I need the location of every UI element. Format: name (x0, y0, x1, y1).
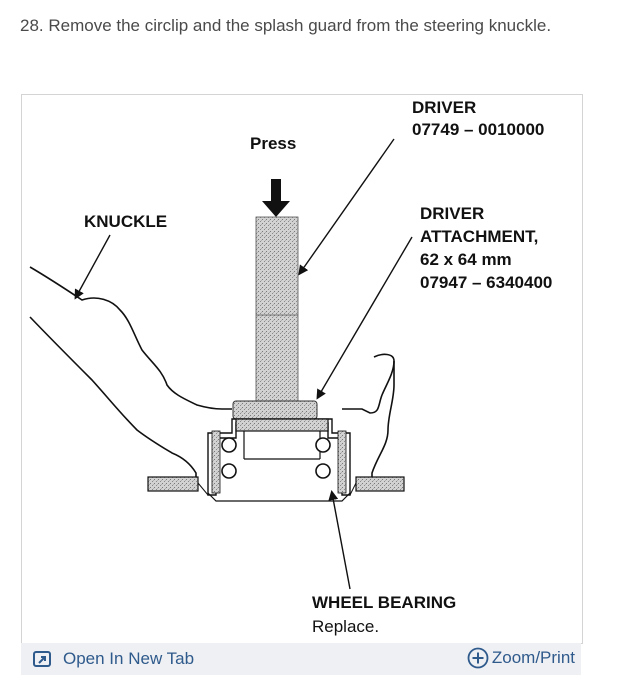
attachment-part-number: 07947 – 6340400 (420, 273, 553, 292)
bearing-ball (221, 463, 237, 479)
support-block-left (147, 476, 199, 492)
wheel-bearing-label: WHEEL BEARING (312, 593, 457, 612)
bearing-ball (221, 437, 237, 453)
attachment-label-line2: ATTACHMENT, (420, 227, 539, 246)
open-in-new-tab-label: Open In New Tab (63, 649, 195, 668)
open-in-new-tab-link[interactable]: Open In New Tab (33, 649, 194, 669)
press-label: Press (250, 134, 297, 153)
bearing-press-diagram (29, 138, 413, 590)
press-arrow (262, 179, 290, 217)
knuckle-label: KNUCKLE (84, 212, 168, 231)
leader-driver (298, 138, 395, 276)
diagram-frame: Press KNUCKLE DRIVER 07749 – 0010000 DRI… (21, 94, 583, 644)
attachment-size: 62 x 64 mm (420, 250, 512, 269)
wheel-bearing-note: Replace. (312, 617, 380, 636)
zoom-print-label: Zoom/Print (491, 648, 575, 667)
knuckle-outline-right (342, 353, 395, 414)
bearing-ball (315, 463, 331, 479)
zoom-print-link[interactable]: Zoom/Print (467, 647, 575, 669)
leader-wheel-bearing (328, 490, 351, 590)
zoom-plus-icon (467, 647, 489, 669)
knuckle-outline-lower (29, 316, 197, 479)
open-in-new-tab-icon (33, 651, 51, 667)
knuckle-outline-upper (29, 266, 232, 410)
driver-part-number: 07749 – 0010000 (412, 120, 545, 139)
leader-attachment (316, 236, 413, 400)
driver-label: DRIVER (412, 98, 477, 117)
driver-attachment (232, 400, 318, 420)
attachment-label-line1: DRIVER (420, 204, 485, 223)
step-instruction: 28. Remove the circlip and the splash gu… (20, 16, 552, 35)
figure-toolbar: Open In New Tab Zoom/Print (21, 643, 581, 675)
leader-knuckle (74, 234, 111, 300)
bearing-ball (315, 437, 331, 453)
bearing-inner-race (235, 418, 329, 432)
driver-shaft (255, 216, 299, 406)
knuckle-outline-right-lower (371, 361, 395, 479)
support-block-right (355, 476, 405, 492)
